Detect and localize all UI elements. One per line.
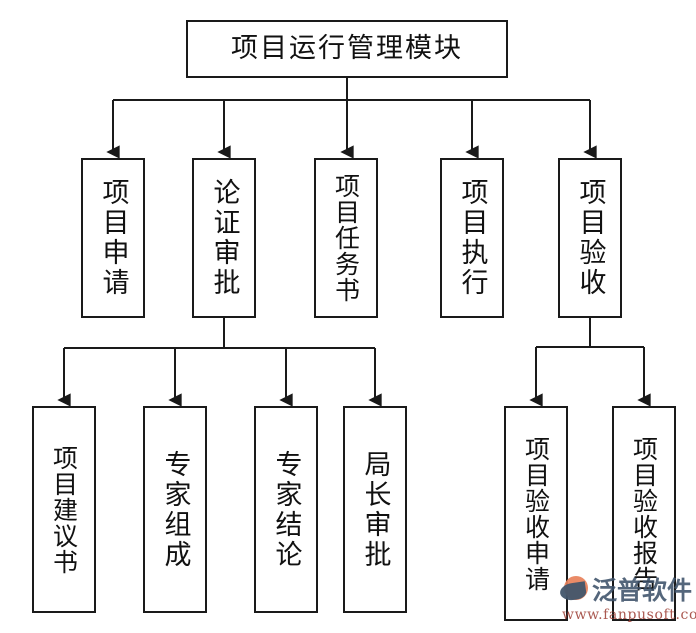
node-project-acceptance[interactable]: 项目验收 bbox=[558, 158, 622, 318]
node-expert-conclusion[interactable]: 专家结论 bbox=[254, 406, 318, 613]
node-feasibility-approval[interactable]: 论证审批 bbox=[192, 158, 256, 318]
node-project-task-statement[interactable]: 项目任务书 bbox=[314, 158, 378, 318]
node-project-proposal[interactable]: 项目建议书 bbox=[32, 406, 96, 613]
node-project-execution-label: 项目执行 bbox=[456, 178, 488, 298]
node-director-approval[interactable]: 局长审批 bbox=[343, 406, 407, 613]
node-project-execution[interactable]: 项目执行 bbox=[440, 158, 504, 318]
node-project-application[interactable]: 项目申请 bbox=[81, 158, 145, 318]
node-expert-panel-formation[interactable]: 专家组成 bbox=[143, 406, 207, 613]
node-project-proposal-label: 项目建议书 bbox=[49, 444, 79, 575]
node-expert-panel-formation-label: 专家组成 bbox=[159, 449, 191, 570]
node-project-acceptance-label: 项目验收 bbox=[574, 178, 606, 298]
node-director-approval-label: 局长审批 bbox=[359, 449, 391, 570]
node-feasibility-approval-label: 论证审批 bbox=[208, 178, 240, 298]
node-acceptance-application[interactable]: 项目验收申请 bbox=[504, 406, 568, 621]
node-expert-conclusion-label: 专家结论 bbox=[270, 449, 302, 570]
node-project-task-statement-label: 项目任务书 bbox=[331, 173, 361, 303]
node-acceptance-application-label: 项目验收申请 bbox=[521, 435, 551, 592]
node-root-label: 项目运行管理模块 bbox=[231, 33, 463, 65]
node-project-application-label: 项目申请 bbox=[97, 178, 129, 298]
node-root[interactable]: 项目运行管理模块 bbox=[186, 20, 508, 78]
node-acceptance-report-label: 项目验收报告 bbox=[629, 435, 659, 592]
node-acceptance-report[interactable]: 项目验收报告 bbox=[612, 406, 676, 621]
